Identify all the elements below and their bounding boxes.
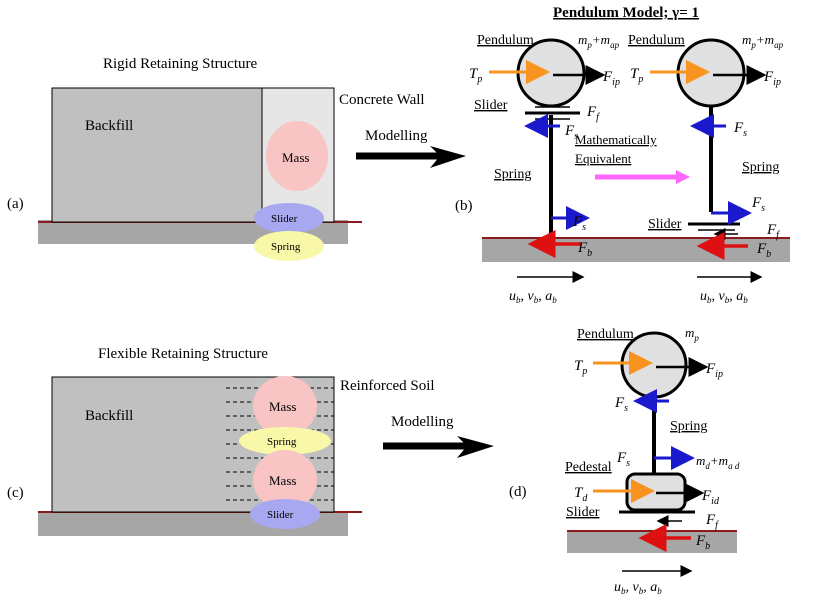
pedestal-label-d: Pedestal xyxy=(565,460,612,475)
mass-label-c-upper: Mass xyxy=(269,399,296,414)
fb-label-right: Fb xyxy=(756,241,771,260)
ground-b xyxy=(482,238,790,262)
slider-label-c: Slider xyxy=(267,509,294,521)
mass-c-lower xyxy=(253,450,317,510)
pendulum-model-title: Pendulum Model; γ= 1 xyxy=(553,5,699,21)
md-label-d: md+ma d xyxy=(696,453,740,471)
modelling-arrowhead-bottom xyxy=(457,436,494,458)
rigid-structure-diagram: Rigid Retaining Structure Backfill Concr… xyxy=(7,56,466,261)
tp-label-left: Tp xyxy=(469,66,482,85)
slider-c xyxy=(250,499,320,529)
pendulum-label-b-right: Pendulum xyxy=(628,33,685,48)
fs-label-lower-d: Fs xyxy=(616,450,630,469)
modelling-label-top: Modelling xyxy=(365,128,428,144)
pendulum-mass-d xyxy=(620,331,688,399)
slider-label-d: Slider xyxy=(566,505,600,520)
mass-label-b-right: mp+map xyxy=(742,32,784,50)
mp-label-d: mp xyxy=(685,325,699,343)
pendulum-pedestal-diagram: (d) Pendulum Spring Pedestal Slider mp T… xyxy=(509,325,740,595)
flexible-structure-diagram: Flexible Retaining Structure Backfill Re… xyxy=(7,346,494,536)
slider-a xyxy=(254,203,324,233)
spring-label-a: Spring xyxy=(271,241,301,253)
equiv-arrowhead xyxy=(676,170,690,184)
slider-label-b-left: Slider xyxy=(474,98,508,113)
modelling-label-bottom: Modelling xyxy=(391,414,454,430)
fb-label-left: Fb xyxy=(577,240,592,259)
mass-c-upper xyxy=(253,376,317,436)
fs-label-lower-left: Fs xyxy=(572,214,586,233)
concrete-wall-label: Concrete Wall xyxy=(339,92,425,108)
spring-c xyxy=(239,427,331,455)
mass-a xyxy=(266,121,328,191)
mass-label-c-lower: Mass xyxy=(269,473,296,488)
backfill-label-a: Backfill xyxy=(85,118,133,134)
spring-label-b-right: Spring xyxy=(742,160,779,175)
slider-label-a: Slider xyxy=(271,213,298,225)
ground-d xyxy=(567,531,737,553)
spring-a xyxy=(254,231,324,261)
fs-label-upper-right: Fs xyxy=(733,120,747,139)
mass-label-a: Mass xyxy=(282,150,309,165)
equiv-line1: Mathematically xyxy=(575,132,657,147)
pendulum-label-b-left: Pendulum xyxy=(477,33,534,48)
pendulum-label-d: Pendulum xyxy=(577,327,634,342)
panel-label-c: (c) xyxy=(7,485,24,501)
equiv-line2: Equivalent xyxy=(575,151,632,166)
spring-label-d: Spring xyxy=(670,419,707,434)
flexible-title: Flexible Retaining Structure xyxy=(98,346,268,362)
ff-label-right: Ff xyxy=(766,222,780,241)
fip-label-left: Fip xyxy=(602,69,620,88)
tp-label-right: Tp xyxy=(630,66,643,85)
panel-label-a: (a) xyxy=(7,196,24,212)
ground-motion-label-d: ub, vb, ab xyxy=(614,580,662,595)
modelling-arrowhead-top xyxy=(430,146,466,168)
ground-motion-label-left: ub, vb, ab xyxy=(509,289,557,305)
backfill-label-c: Backfill xyxy=(85,408,133,424)
mass-label-b-left: mp+map xyxy=(578,32,620,50)
slider-label-b-right: Slider xyxy=(648,217,682,232)
rigid-title: Rigid Retaining Structure xyxy=(103,56,257,72)
backfill-box-a xyxy=(51,87,263,223)
spring-label-b-left: Spring xyxy=(494,167,531,182)
fid-label-d: Fid xyxy=(701,488,720,507)
td-label-d: Td xyxy=(574,485,588,504)
ff-label-left: Ff xyxy=(586,104,600,123)
fb-label-d: Fb xyxy=(695,533,710,552)
fs-label-upper-left: Fs xyxy=(564,123,578,142)
panel-label-b: (b) xyxy=(455,198,473,214)
spring-label-c: Spring xyxy=(267,436,297,448)
fip-label-d: Fip xyxy=(705,361,723,380)
reinforced-soil-label: Reinforced Soil xyxy=(340,378,435,394)
panel-label-d: (d) xyxy=(509,484,527,500)
pendulum-model-diagram: Pendulum Model; γ= 1 (b) Pendulum Slider… xyxy=(455,5,790,305)
fip-label-right: Fip xyxy=(763,69,781,88)
fs-label-lower-right: Fs xyxy=(751,195,765,214)
ff-label-d: Ff xyxy=(705,512,719,531)
tp-label-d: Tp xyxy=(574,358,587,377)
fs-label-upper-d: Fs xyxy=(614,395,628,414)
ground-motion-label-right: ub, vb, ab xyxy=(700,289,748,305)
